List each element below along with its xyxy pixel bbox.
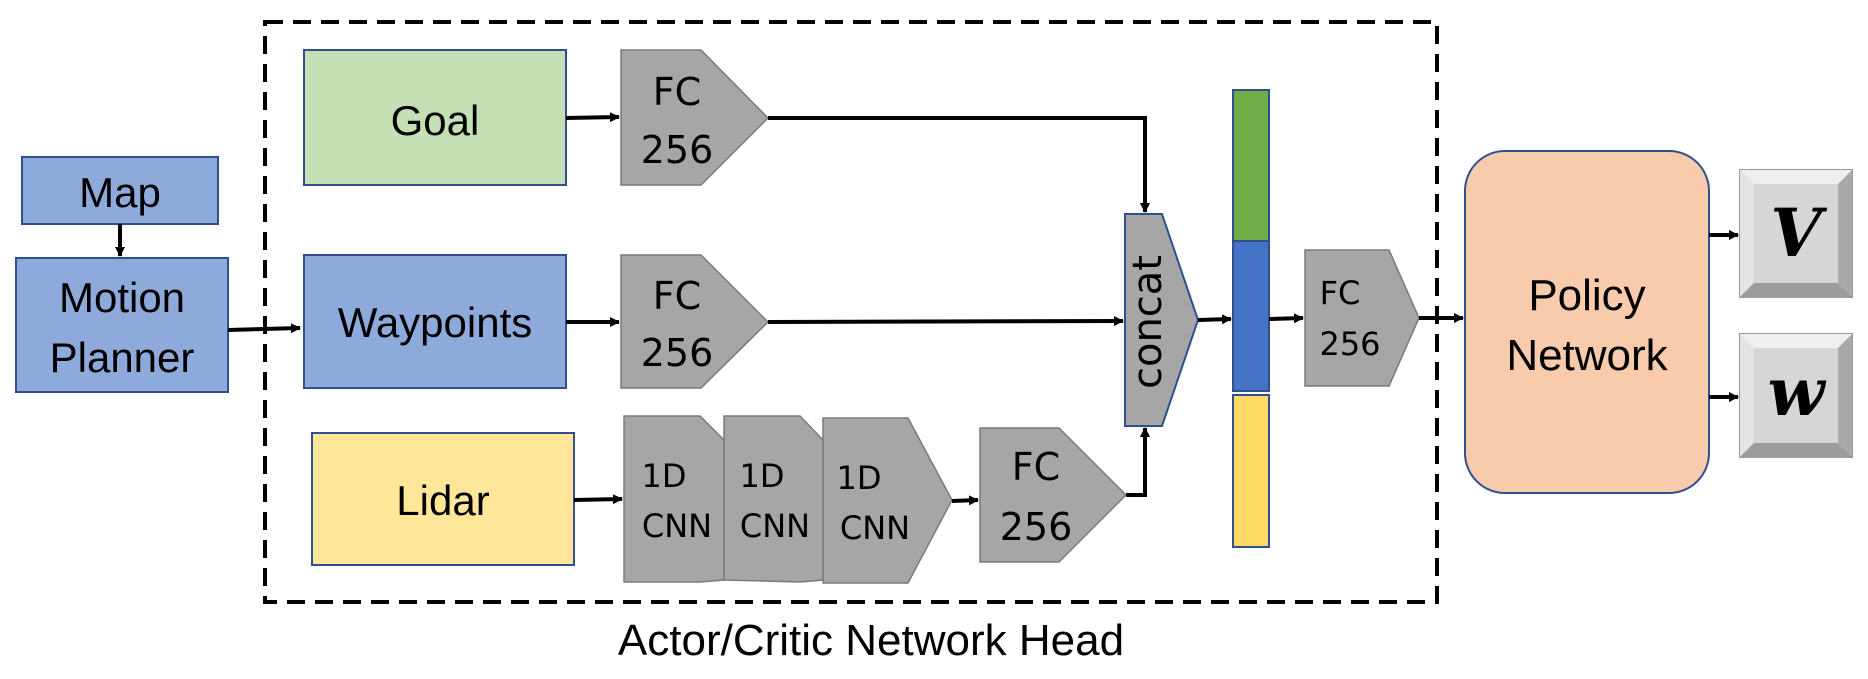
value-output-key: V [1739,169,1853,298]
arrow-lidar-fc-to-concat [1126,427,1150,497]
lidar-fc-label-line1: FC [1012,445,1060,489]
waypoints-fc-layer: FC 256 [620,254,770,389]
policy-network-box: Policy Network [1464,150,1710,494]
feature-segment-lidar [1232,394,1270,548]
motion-planner-label-line1: Motion [59,274,185,321]
map-box: Map [21,156,219,225]
goal-fc-layer: FC 256 [620,49,770,186]
waypoints-fc-label-line2: 256 [641,331,714,375]
network-head-caption: Actor/Critic Network Head [618,616,1124,665]
arrow-waypoints-fc-to-concat [767,316,1124,327]
feature-segment-waypoints [1232,240,1270,392]
lidar-box: Lidar [311,432,575,566]
arrow-goal-fc-to-concat [768,116,1150,213]
omega-output-key: w [1739,333,1853,458]
arrow-goal-to-fc [565,112,620,123]
post-concat-fc-label-line2: 256 [1319,325,1380,363]
cnn-layer-2: 1D CNN [723,415,824,583]
post-concat-fc-layer: FC 256 [1304,249,1420,387]
value-output-label: V [1770,194,1827,272]
goal-label: Goal [391,97,480,144]
waypoints-label: Waypoints [338,299,533,346]
feature-vector [1232,89,1270,548]
goal-fc-label-line2: 256 [641,128,714,172]
policy-label-line1: Policy [1528,271,1645,320]
arrow-lidar-to-cnn [573,494,623,505]
cnn-3-label-line1: 1D [837,459,882,497]
motion-planner-label-line2: Planner [50,334,195,381]
arrow-concat-to-vector [1197,314,1232,325]
arrow-cnn-to-fc [951,495,979,506]
concat-layer: concat [1124,213,1200,427]
lidar-label: Lidar [396,477,489,524]
motion-planner-box: Motion Planner [15,257,229,393]
goal-fc-label-line1: FC [653,70,701,114]
feature-segment-goal [1232,89,1270,242]
arrow-planner-to-waypoints [227,323,301,334]
cnn-layer-1: 1D CNN [623,415,725,583]
arrow-vector-to-fc [1268,313,1304,324]
map-label: Map [79,169,161,216]
cnn-2-label-line2: CNN [740,507,810,545]
lidar-fc-layer: FC 256 [979,427,1128,563]
network-head-boundary [263,20,1439,604]
waypoints-box: Waypoints [303,254,567,389]
cnn-3-label-line2: CNN [840,509,910,547]
post-concat-fc-label-line1: FC [1320,274,1361,312]
concat-label: concat [1125,255,1171,389]
policy-label-line2: Network [1506,331,1668,380]
cnn-2-label-line1: 1D [740,457,785,495]
cnn-1-label-line1: 1D [642,457,687,495]
cnn-layer-3: 1D CNN [822,417,953,584]
waypoints-fc-label-line1: FC [653,274,701,318]
goal-box: Goal [303,49,567,186]
cnn-1-label-line2: CNN [642,507,712,545]
lidar-fc-label-line2: 256 [1000,505,1073,549]
omega-output-label: w [1768,353,1827,431]
